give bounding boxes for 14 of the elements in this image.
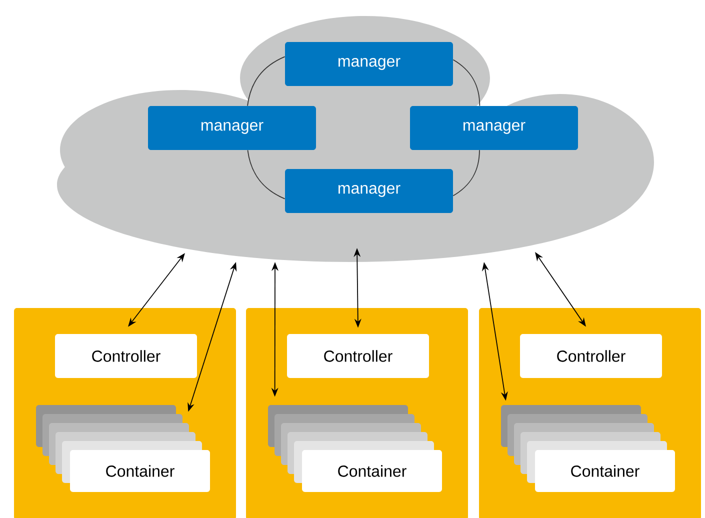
manager-box: manager	[410, 106, 578, 150]
ring-line	[452, 150, 480, 196]
controller-box: Controller	[520, 334, 662, 378]
container-box: Container	[302, 450, 442, 492]
ring-line	[247, 56, 286, 106]
controller-box: Controller	[55, 334, 197, 378]
ring-line	[452, 59, 480, 106]
ring-line	[247, 150, 286, 200]
manager-box: manager	[285, 168, 453, 213]
manager-box: manager	[148, 106, 316, 150]
container-box: Container	[70, 450, 210, 492]
manager-box: manager	[285, 42, 453, 86]
controller-box: Controller	[287, 334, 429, 378]
container-box: Container	[535, 450, 675, 492]
